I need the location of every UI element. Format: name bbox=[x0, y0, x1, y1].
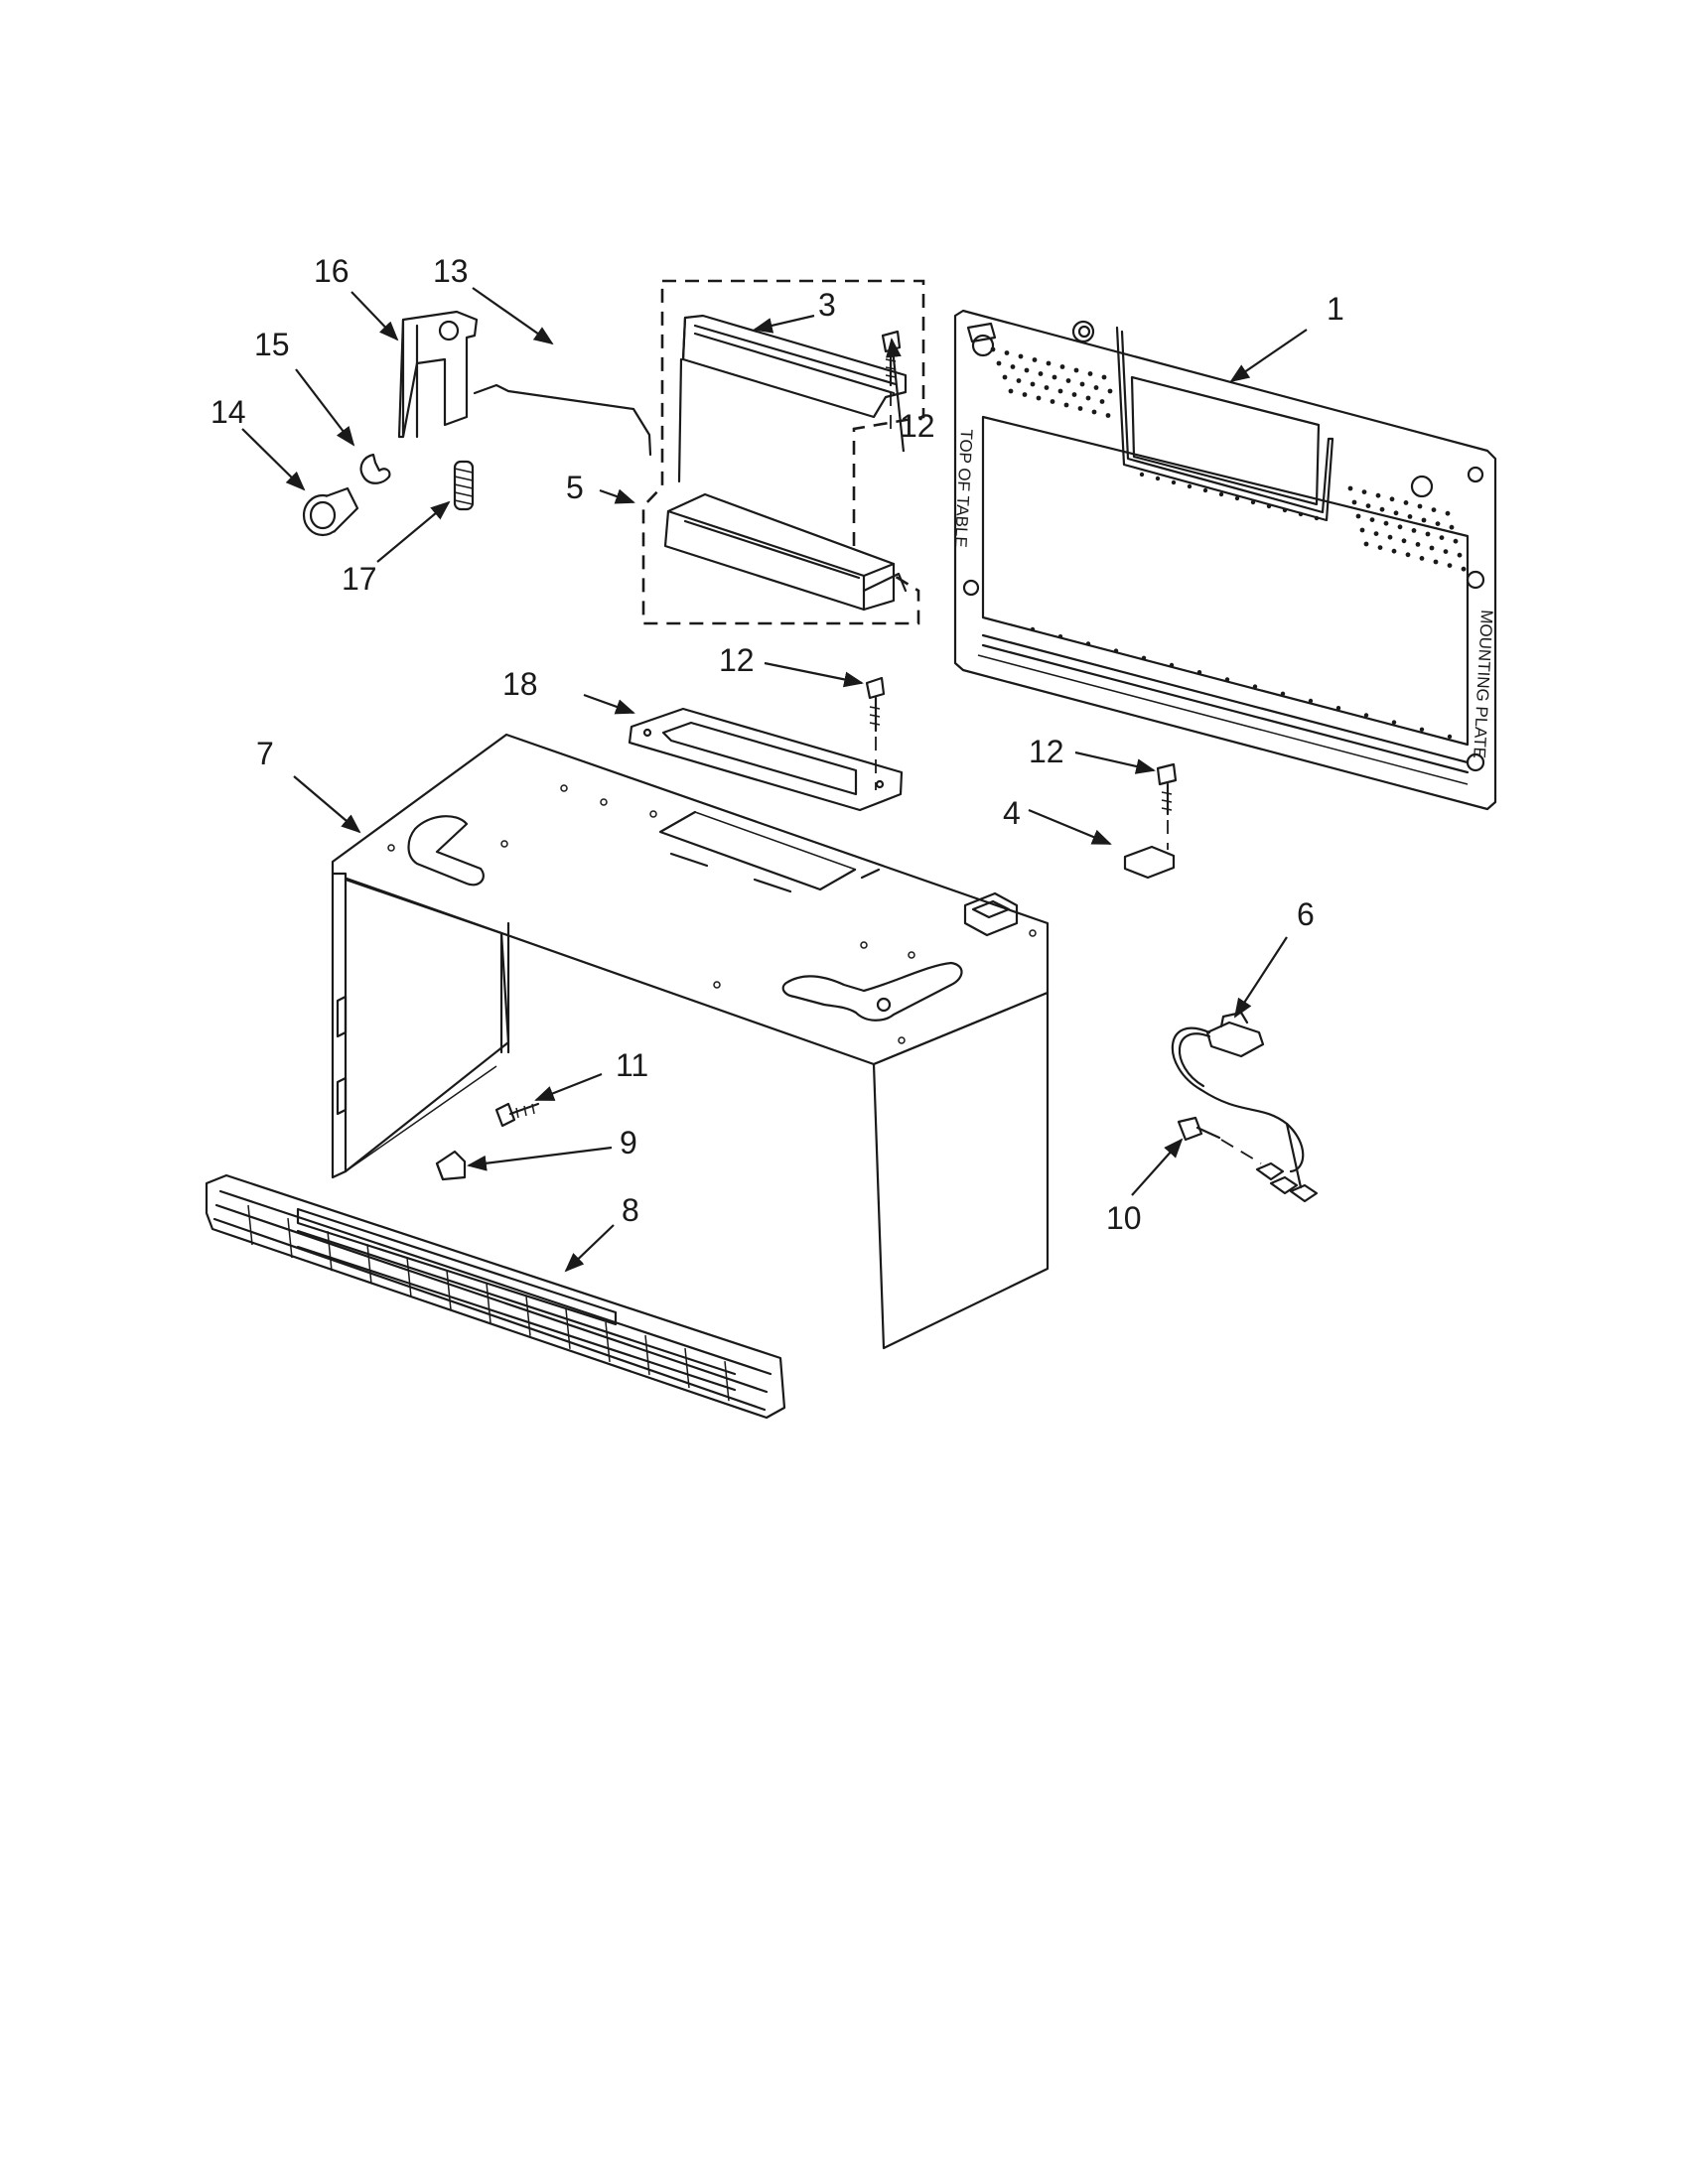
callout-14: 14 bbox=[210, 394, 246, 430]
mounting-clip bbox=[435, 1150, 467, 1181]
harness-wire bbox=[1171, 1026, 1305, 1173]
leader-7 bbox=[293, 775, 361, 834]
thermal-switch bbox=[1205, 1011, 1265, 1058]
leader-18 bbox=[583, 693, 635, 715]
leader-13 bbox=[472, 287, 554, 345]
ground-screw bbox=[1177, 1116, 1221, 1142]
leader-9 bbox=[467, 1146, 613, 1171]
callout-18: 18 bbox=[502, 666, 538, 702]
retaining-clip bbox=[359, 453, 391, 484]
screw-b bbox=[865, 676, 886, 733]
spring-wire bbox=[473, 383, 652, 457]
leader-8 bbox=[564, 1224, 615, 1273]
leader-4 bbox=[1028, 808, 1112, 846]
leader-15 bbox=[295, 368, 355, 447]
callout-8: 8 bbox=[622, 1192, 639, 1228]
callout-10: 10 bbox=[1106, 1200, 1142, 1236]
callout-7: 7 bbox=[256, 736, 274, 771]
callout-6: 6 bbox=[1297, 896, 1315, 932]
callout-9: 9 bbox=[620, 1125, 637, 1160]
mounting-plate: TOP OF TABLE MOUNTING PLATE bbox=[951, 309, 1497, 811]
leader-14 bbox=[241, 428, 306, 491]
leader-16 bbox=[351, 291, 399, 341]
callout-3: 3 bbox=[818, 287, 836, 323]
terminal-connectors bbox=[1255, 1122, 1319, 1203]
vent-grille bbox=[205, 1173, 786, 1420]
screw-c bbox=[1156, 762, 1178, 816]
callout-12-a: 12 bbox=[900, 408, 935, 444]
callout-1: 1 bbox=[1327, 291, 1344, 327]
callout-11: 11 bbox=[616, 1047, 648, 1083]
leader-12-b bbox=[764, 661, 864, 688]
callout-12-b: 12 bbox=[719, 642, 755, 678]
leader-6 bbox=[1233, 936, 1288, 1019]
leader-lines bbox=[241, 287, 1308, 1273]
small-clip-plate bbox=[1123, 845, 1176, 880]
hinge-bracket bbox=[397, 310, 479, 439]
callout-17: 17 bbox=[342, 561, 377, 597]
leader-3 bbox=[753, 314, 815, 334]
channel-bracket bbox=[677, 314, 908, 483]
leader-5 bbox=[599, 488, 635, 504]
leader-11 bbox=[534, 1072, 603, 1102]
callout-15: 15 bbox=[254, 327, 290, 362]
callout-12-c: 12 bbox=[1029, 734, 1064, 769]
leader-17 bbox=[376, 500, 451, 563]
plate-gasket bbox=[628, 707, 904, 812]
callout-labels: 1 3 4 5 6 7 8 9 10 11 12 12 12 13 14 15 … bbox=[210, 253, 1344, 1236]
leader-12-a bbox=[886, 338, 906, 453]
callout-4: 4 bbox=[1003, 795, 1021, 831]
coil-spring bbox=[453, 460, 475, 511]
leader-12-c bbox=[1074, 751, 1156, 774]
tray-bracket bbox=[663, 492, 908, 612]
cabinet-wrapper bbox=[331, 733, 1050, 1350]
leader-1 bbox=[1229, 329, 1308, 383]
hinge-pin bbox=[302, 486, 359, 537]
callout-13: 13 bbox=[433, 253, 469, 289]
callout-16: 16 bbox=[314, 253, 350, 289]
mounting-screw bbox=[494, 1102, 540, 1128]
leader-10 bbox=[1131, 1138, 1184, 1196]
assembly-group-outline bbox=[641, 279, 925, 625]
callout-5: 5 bbox=[566, 470, 584, 505]
